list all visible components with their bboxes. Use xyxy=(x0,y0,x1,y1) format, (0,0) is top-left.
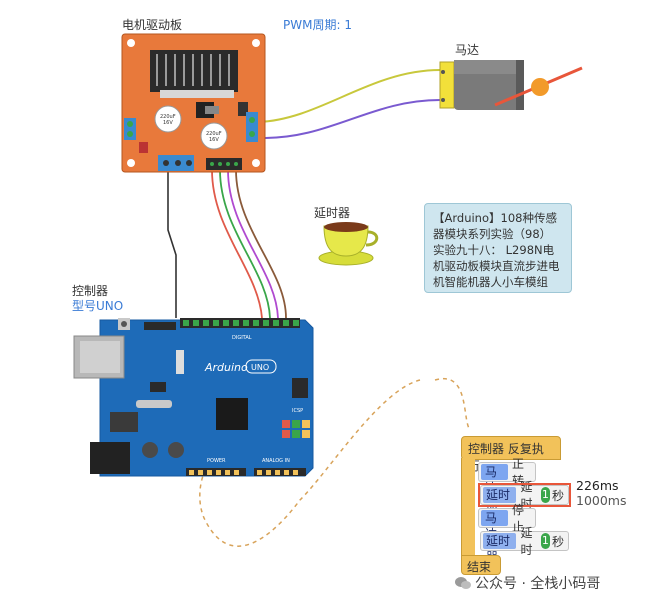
delay-tag: 延时器 xyxy=(483,533,517,564)
note-line: 器模块系列实验（98） xyxy=(433,227,552,241)
delay-label: 延时器 xyxy=(314,206,351,220)
teacup-icon[interactable] xyxy=(318,222,379,266)
motor-stop-block[interactable]: 马达 停止 xyxy=(478,503,536,541)
arduino-model: UNO xyxy=(251,363,269,372)
wire-black xyxy=(167,170,177,318)
controller-model-label: 型号UNO xyxy=(72,299,124,313)
arduino-brand: Arduino xyxy=(204,361,248,374)
motor-tag: 马达 xyxy=(481,464,508,495)
flow-dashed-line xyxy=(199,377,471,547)
watermark-text: 公众号 · 全栈小码哥 xyxy=(475,576,601,592)
note-line: 【Arduino】108种传感 xyxy=(433,211,557,225)
experiment-note: 【Arduino】108种传感 器模块系列实验（98） 实验九十八： L298N… xyxy=(424,203,572,293)
delay-value-input[interactable]: 1 xyxy=(540,487,550,503)
pwm-period-label: PWM周期: 1 xyxy=(283,18,352,32)
wire-motor-yellow xyxy=(257,69,441,123)
wire-brown xyxy=(235,169,287,319)
cap1-label: 220uF xyxy=(160,114,176,120)
active-block-highlight xyxy=(478,483,571,507)
delay-unit: 秒 xyxy=(551,488,564,503)
timer-total: 1000ms xyxy=(576,493,627,508)
cap2-label: 220uF xyxy=(206,131,222,137)
note-line: 实验九十八： L298N电 xyxy=(433,243,555,257)
motor-driver-board[interactable]: 220uF 16V 220uF 16V xyxy=(121,33,266,173)
loop-end-block[interactable]: 结束 xyxy=(461,555,501,575)
wire-magenta xyxy=(227,169,279,319)
motor-tag: 马达 xyxy=(481,510,508,541)
digital-label: DIGITAL xyxy=(232,335,252,341)
note-line: 机驱动板模块直流步进电 xyxy=(433,259,560,273)
loop-controller-text: 控制器 xyxy=(468,442,505,456)
note-line: 机智能机器人小车模组 xyxy=(433,275,548,289)
arduino-uno-board[interactable]: Arduino UNO DIGITAL ANALOG IN POWER ICSP xyxy=(73,318,314,477)
delay-unit: 秒 xyxy=(551,534,564,549)
wechat-icon xyxy=(455,577,471,589)
driver-board-label: 电机驱动板 xyxy=(122,18,183,32)
controller-loop-block[interactable]: 控制器 反复执行 xyxy=(461,436,561,473)
wire-green xyxy=(219,169,271,319)
icsp-label: ICSP xyxy=(292,408,303,414)
delay-block-2[interactable]: 延时器 延时 1 秒 xyxy=(480,526,569,564)
delay-value-input[interactable]: 1 xyxy=(540,533,550,549)
loop-block-side xyxy=(461,458,475,556)
cap2-voltage: 16V xyxy=(209,137,219,143)
wire-red xyxy=(211,169,263,319)
watermark: 公众号 · 全栈小码哥 xyxy=(455,573,600,593)
motor-label: 马达 xyxy=(455,43,480,57)
power-label: POWER xyxy=(207,458,226,464)
timer-current: 226ms xyxy=(576,478,619,493)
analog-label: ANALOG IN xyxy=(262,458,290,464)
motor-action: 停止 xyxy=(512,503,525,534)
wire-motor-purple xyxy=(257,99,441,140)
dc-motor[interactable] xyxy=(439,60,583,110)
controller-label: 控制器 xyxy=(72,284,109,298)
delay-label-text: 延时 xyxy=(520,526,533,557)
cap1-voltage: 16V xyxy=(163,120,173,126)
